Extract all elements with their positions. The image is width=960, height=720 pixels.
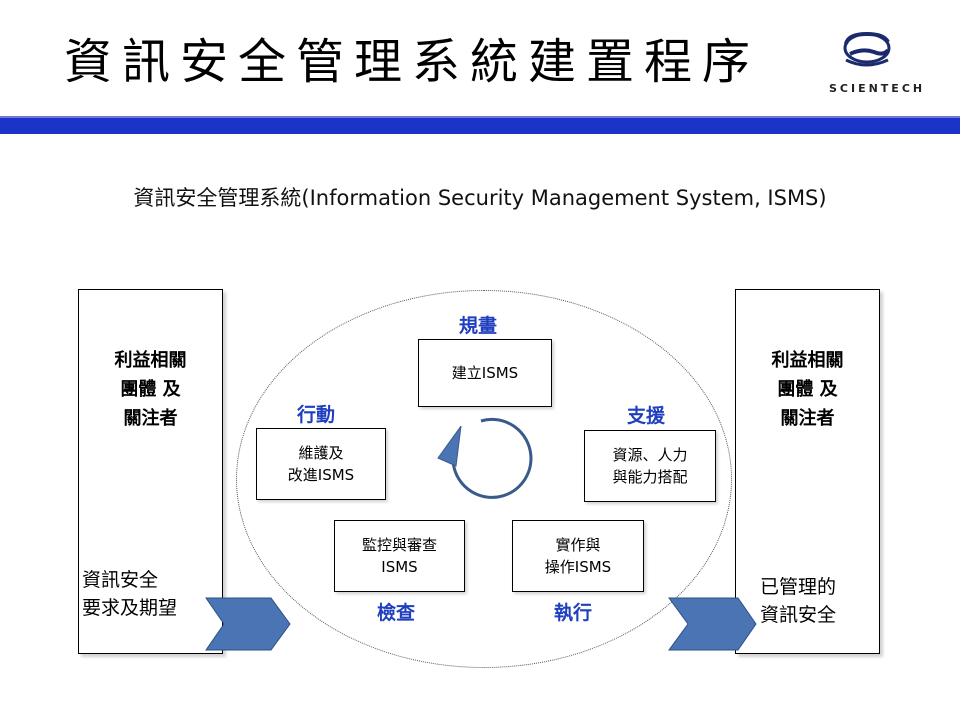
monitor-review-box: 監控與審查 ISMS bbox=[334, 520, 465, 592]
maintain-improve-box: 維護及 改進ISMS bbox=[256, 428, 386, 500]
phase-support-label: 支援 bbox=[627, 405, 666, 427]
right-panel-title: 利益相關 團體 及 關注者 bbox=[771, 350, 844, 429]
left-panel-title: 利益相關 團體 及 關注者 bbox=[114, 350, 187, 429]
input-chevron-arrow bbox=[205, 597, 291, 651]
diagram-subtitle: 資訊安全管理系統(Information Security Management… bbox=[133, 186, 827, 210]
right-stakeholders-panel: 利益相關 團體 及 關注者 已管理的 資訊安全 bbox=[735, 289, 880, 654]
resources-box: 資源、人力 與能力搭配 bbox=[584, 430, 716, 502]
phase-check-label: 檢查 bbox=[377, 602, 416, 624]
logo-text: SCIENTECH bbox=[829, 82, 926, 95]
establish-isms-box: 建立ISMS bbox=[418, 339, 552, 407]
title-bar bbox=[0, 118, 960, 134]
scientech-logo bbox=[843, 31, 891, 67]
phase-do-label: 執行 bbox=[554, 602, 593, 624]
left-stakeholders-panel: 利益相關 團體 及 關注者 資訊安全 要求及期望 bbox=[78, 289, 223, 654]
implement-isms-box: 實作與 操作ISMS bbox=[512, 520, 644, 592]
title-bar-highlight bbox=[0, 116, 960, 118]
phase-act-label: 行動 bbox=[297, 404, 336, 426]
output-chevron-arrow bbox=[668, 597, 757, 651]
right-panel-footer: 已管理的 資訊安全 bbox=[760, 576, 837, 626]
phase-plan-label: 規畫 bbox=[459, 315, 498, 337]
left-panel-footer: 資訊安全 要求及期望 bbox=[82, 569, 178, 619]
slide-title: 資訊安全管理系統建置程序 bbox=[64, 34, 761, 90]
cycle-arrow-icon bbox=[437, 417, 533, 499]
